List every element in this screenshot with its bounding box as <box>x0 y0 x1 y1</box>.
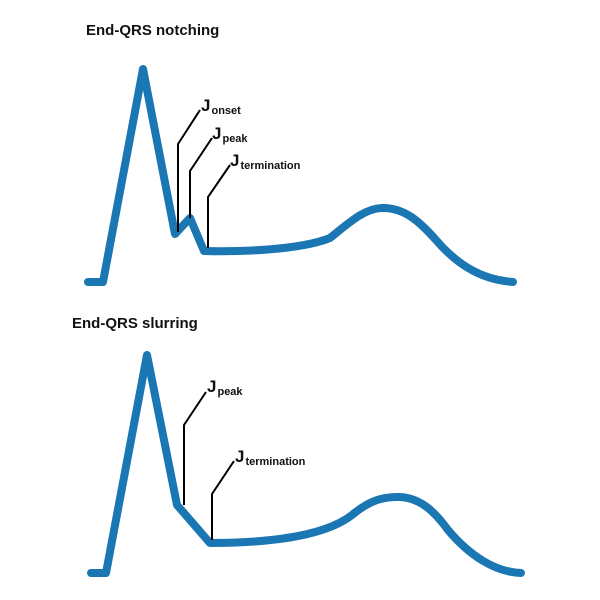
notching-panel-title: End-QRS notching <box>86 22 220 39</box>
j-onset-leader <box>177 109 201 232</box>
j-peak-sub-slur: peak <box>217 386 243 398</box>
j-termination-label-notch: Jtermination <box>230 151 301 172</box>
j-onset-sub: onset <box>211 105 241 117</box>
j-peak-label-notch: Jpeak <box>212 124 248 145</box>
j-peak-main-notch: J <box>212 124 222 143</box>
notching-waveform <box>84 65 517 286</box>
j-termination-label-slur: Jtermination <box>235 447 306 468</box>
j-termination-leader-notch <box>207 164 231 248</box>
j-termination-leader-slur <box>211 460 235 540</box>
slurring-panel-title: End-QRS slurring <box>72 315 198 332</box>
j-termination-main-notch: J <box>230 151 240 170</box>
j-onset-main: J <box>201 96 211 115</box>
j-peak-label-slur: Jpeak <box>207 377 243 398</box>
j-onset-label: Jonset <box>201 96 241 117</box>
j-peak-sub-notch: peak <box>222 133 248 145</box>
j-peak-main-slur: J <box>207 377 217 396</box>
slurring-waveform <box>87 351 525 577</box>
j-termination-sub-slur: termination <box>245 456 306 468</box>
j-termination-main-slur: J <box>235 447 245 466</box>
j-peak-leader-slur <box>183 391 207 505</box>
j-peak-leader-notch <box>189 137 213 218</box>
j-termination-sub-notch: termination <box>240 160 301 172</box>
